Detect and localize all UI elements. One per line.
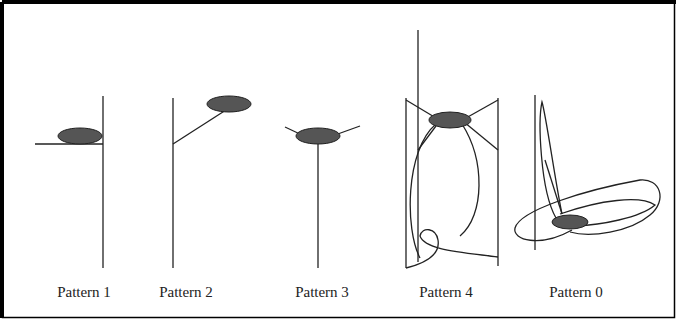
pattern-label: Pattern 0 [549, 284, 603, 301]
pattern-label: Pattern 2 [159, 284, 213, 301]
pattern-label: Pattern 4 [419, 284, 473, 301]
pattern-label: Pattern 1 [57, 284, 111, 301]
pattern-label: Pattern 3 [295, 284, 349, 301]
